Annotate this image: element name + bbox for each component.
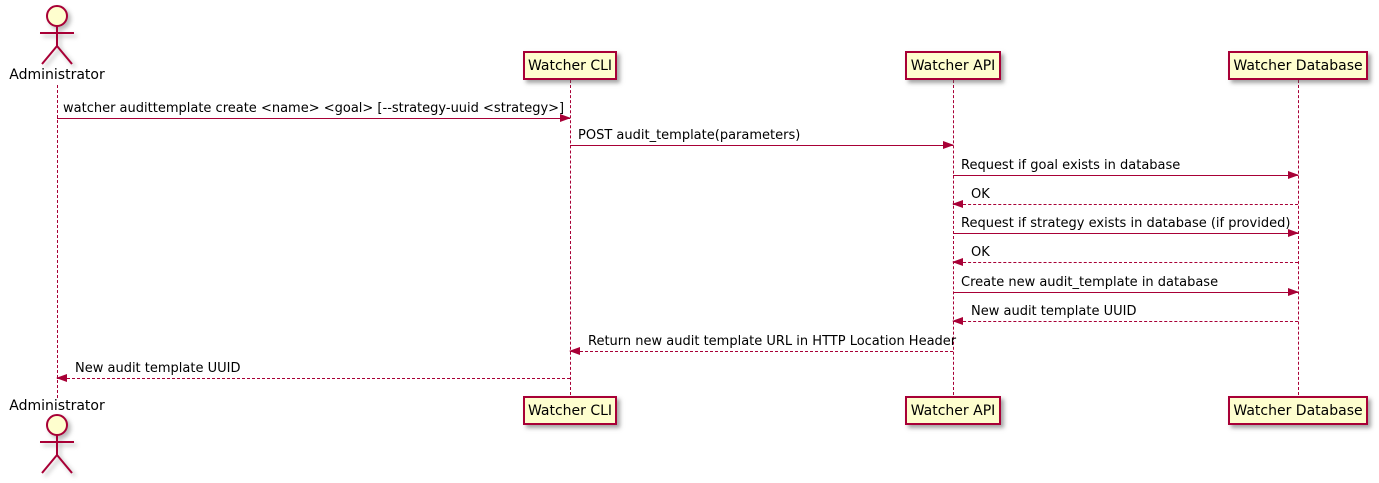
participant-box-watcher-api-bottom: Watcher API (905, 396, 1001, 425)
message-request-strategy-exists: Request if strategy exists in database (… (953, 216, 1299, 237)
message-line (953, 175, 1298, 176)
message-label: OK (971, 187, 990, 202)
lifeline-administrator (57, 85, 58, 398)
message-post-audit-template: POST audit_template(parameters) (570, 128, 954, 149)
message-return-url-location-header: Return new audit template URL in HTTP Lo… (569, 334, 957, 355)
message-label: New audit template UUID (971, 304, 1137, 319)
participant-box-watcher-database-bottom: Watcher Database (1228, 396, 1368, 425)
arrowhead-icon (943, 141, 954, 149)
lifeline-watcher-api (953, 80, 954, 395)
participant-label: Watcher Database (1233, 57, 1363, 74)
message-label: OK (971, 245, 990, 260)
message-line (570, 145, 953, 146)
arrowhead-icon (569, 347, 580, 355)
arrowhead-icon (952, 258, 963, 266)
message-line (570, 351, 953, 352)
message-line (57, 378, 570, 379)
lifeline-watcher-database (1298, 80, 1299, 395)
arrowhead-icon (952, 200, 963, 208)
message-line (953, 292, 1298, 293)
message-new-uuid-from-db: New audit template UUID (952, 304, 1298, 325)
message-line (953, 233, 1298, 234)
message-strategy-ok: OK (952, 245, 1298, 266)
participant-box-watcher-api-top: Watcher API (905, 51, 1001, 80)
message-request-goal-exists: Request if goal exists in database (953, 158, 1299, 179)
administrator-actor-icon (40, 5, 74, 65)
message-label: Create new audit_template in database (961, 275, 1219, 290)
participant-label: Watcher CLI (527, 57, 613, 74)
message-line (953, 321, 1298, 322)
message-new-uuid-to-admin: New audit template UUID (56, 361, 570, 382)
arrowhead-icon (560, 114, 571, 122)
administrator-label-top: Administrator (9, 67, 105, 83)
message-label: Return new audit template URL in HTTP Lo… (588, 334, 957, 349)
message-label: POST audit_template(parameters) (578, 128, 801, 143)
message-label: Request if goal exists in database (961, 158, 1181, 173)
arrowhead-icon (1288, 288, 1299, 296)
message-label: New audit template UUID (75, 361, 241, 376)
message-label: watcher audittemplate create <name> <goa… (63, 101, 565, 116)
administrator-label-bottom: Administrator (9, 398, 105, 414)
arrowhead-icon (952, 317, 963, 325)
message-line (57, 118, 570, 119)
message-line (953, 204, 1298, 205)
participant-box-watcher-cli-top: Watcher CLI (523, 51, 617, 80)
participant-box-watcher-database-top: Watcher Database (1228, 51, 1368, 80)
arrowhead-icon (56, 374, 67, 382)
message-create-audittemplate: watcher audittemplate create <name> <goa… (57, 101, 571, 122)
arrowhead-icon (1288, 171, 1299, 179)
participant-label: Watcher API (910, 402, 996, 419)
message-goal-ok: OK (952, 187, 1298, 208)
lifeline-watcher-cli (570, 80, 571, 395)
participant-label: Watcher CLI (527, 402, 613, 419)
administrator-actor-icon-bottom (40, 414, 74, 474)
participant-label: Watcher API (910, 57, 996, 74)
message-create-audit-template-db: Create new audit_template in database (953, 275, 1299, 296)
participant-box-watcher-cli-bottom: Watcher CLI (523, 396, 617, 425)
message-label: Request if strategy exists in database (… (961, 216, 1291, 231)
message-line (953, 262, 1298, 263)
arrowhead-icon (1288, 229, 1299, 237)
participant-label: Watcher Database (1233, 402, 1363, 419)
